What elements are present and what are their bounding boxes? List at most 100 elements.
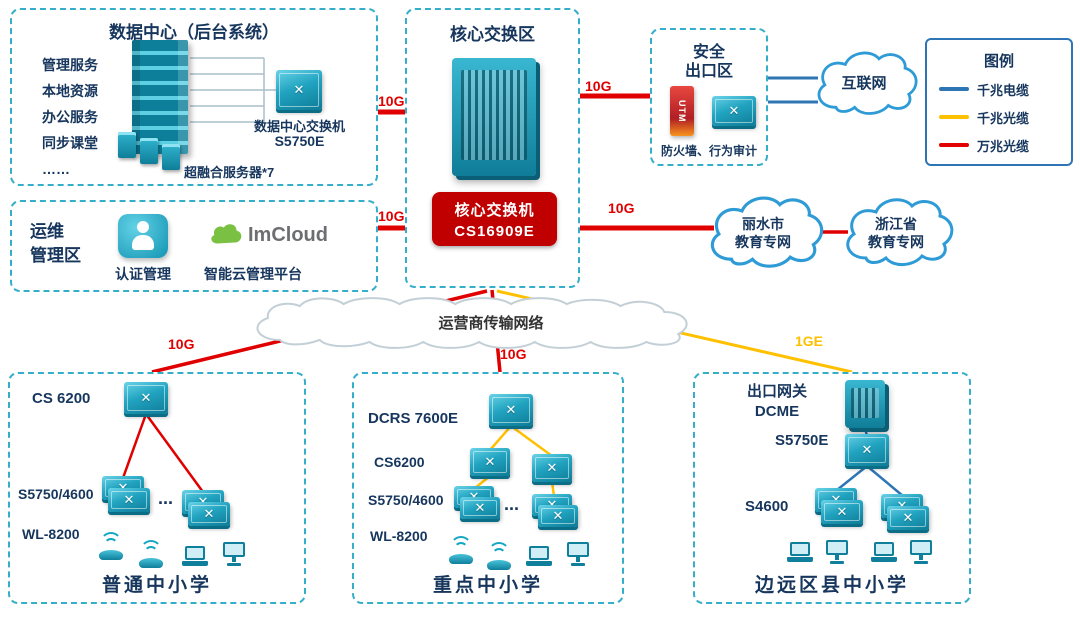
security-exit-zone: 安全 出口区 UTM 防火墙、行为审计: [650, 28, 768, 166]
monitor-foot: [914, 561, 928, 564]
gig-fiber-swatch: [939, 115, 969, 119]
auth-management-icon: [118, 214, 168, 258]
ap-dish: [99, 550, 123, 560]
carrier-cloud-shape: [256, 297, 688, 349]
zhejiang-line1: 浙江省: [875, 215, 917, 232]
core-switch-badge: 核心交换机 CS16909E: [432, 192, 557, 246]
monitor-screen: [826, 540, 848, 555]
datacenter-title: 数据中心（后台系统）: [109, 23, 279, 42]
wifi-wave: [140, 540, 162, 562]
datacenter-building-icon: [132, 40, 188, 154]
device-label: DCRS 7600E: [368, 410, 459, 427]
switch-stack-icon: [821, 500, 863, 524]
link-speed-label: 10G: [168, 336, 195, 352]
datacenter-switch-icon: [276, 70, 322, 110]
ap-dish: [487, 560, 511, 570]
datacenter-switch-model: S5750E: [274, 133, 325, 149]
laptop-base: [787, 557, 813, 562]
monitor-icon: [825, 540, 849, 564]
link-speed-label: 10G: [585, 78, 612, 94]
lishui-network-cloud: 丽水市 教育专网: [700, 192, 826, 274]
gig-copper-lines: [766, 76, 818, 104]
service-item: ……: [42, 161, 70, 177]
service-item: 同步课堂: [42, 135, 98, 151]
monitor-screen: [223, 542, 245, 557]
zhejiang-cloud-label: 浙江省 教育专网: [836, 192, 956, 274]
audit-router-icon: [712, 96, 756, 126]
security-devices-label: 防火墙、行为审计: [660, 144, 757, 158]
security-title-line2: 出口区: [684, 63, 733, 80]
service-item: 管理服务: [42, 57, 98, 73]
switch-icon: [489, 394, 533, 426]
device-label: WL-8200: [22, 526, 80, 542]
core-switch-name: 核心交换机: [454, 201, 535, 219]
monitor-icon: [222, 542, 246, 566]
link-speed-label: 10G: [378, 93, 405, 109]
monitor-foot: [227, 563, 241, 566]
laptop-base: [526, 561, 552, 566]
wifi-wave: [450, 536, 472, 558]
wireless-ap-icon: [136, 540, 166, 568]
lishui-cloud-label: 丽水市 教育专网: [700, 192, 826, 274]
device-label: S4600: [745, 498, 789, 515]
monitor-foot: [571, 563, 585, 566]
monitor-stand: [835, 555, 839, 560]
ap-dish: [449, 554, 473, 564]
utm-firewall-icon: UTM: [670, 86, 694, 136]
datacenter-service-list: 管理服务 本地资源 办公服务 同步课堂 ……: [42, 52, 98, 182]
wifi-wave: [488, 542, 510, 564]
laptop-screen: [790, 542, 810, 556]
monitor-icon: [909, 540, 933, 564]
imcloud-icon: [211, 224, 242, 244]
legend-title: 图例: [983, 53, 1014, 70]
gateway-label: 出口网关 DCME: [725, 382, 829, 422]
laptop-base: [871, 557, 897, 562]
10g-fiber-lines: [378, 93, 714, 231]
zhejiang-line2: 教育专网: [868, 234, 924, 250]
school-title: 重点中小学: [432, 575, 543, 596]
carrier-cloud-label: 运营商传输网络: [438, 315, 544, 333]
exit-gateway-icon: [845, 380, 885, 428]
datacenter-switch-name: 数据中心交换机: [253, 119, 345, 134]
monitor-icon: [566, 542, 590, 566]
school-zone-ordinary: CS 6200 S5750/4600 ... WL-8200 普通中小学: [8, 372, 306, 604]
laptop-icon: [182, 546, 208, 566]
wifi-wave: [100, 532, 122, 554]
laptop-screen: [185, 546, 205, 560]
link-speed-label: 10G: [378, 208, 405, 224]
monitor-screen: [910, 540, 932, 555]
chassis-slots: [461, 70, 527, 160]
school1-internal-lines: [121, 413, 205, 493]
platform-label: 智能云管理平台: [204, 266, 302, 282]
ops-management-zone: 运维 管理区 认证管理 ImCloud 智能云管理平台: [10, 200, 378, 292]
lishui-cloud-shape: [710, 196, 824, 268]
ops-title-line2: 管理区: [30, 246, 81, 265]
zhejiang-network-cloud: 浙江省 教育专网: [836, 192, 956, 274]
monitor-foot: [830, 561, 844, 564]
utm-label: UTM: [677, 99, 687, 123]
link-speed-label: 1GE: [795, 333, 824, 349]
switch-stack-icon: [108, 488, 150, 512]
wifi-wave: [144, 546, 158, 560]
legend-item-label: 万兆光缆: [977, 138, 1030, 154]
core-switch-model: CS16909E: [454, 222, 535, 240]
building-callout-lines: [190, 57, 276, 123]
laptop-screen: [874, 542, 894, 556]
wifi-wave: [104, 538, 118, 552]
laptop-screen: [529, 546, 549, 560]
school-title: 边远区县中小学: [754, 575, 909, 596]
core-zone-title: 核心交换区: [450, 25, 535, 44]
legend: 图例 千兆电缆 千兆光缆 万兆光缆: [925, 38, 1073, 166]
legend-item: 千兆电缆: [939, 80, 1029, 98]
monitor-stand: [232, 557, 236, 562]
security-title-line1: 安全: [692, 44, 725, 61]
device-label: S5750E: [775, 432, 829, 449]
internet-cloud-shape: [817, 51, 918, 115]
datacenter-zone: 数据中心（后台系统） 管理服务 本地资源 办公服务 同步课堂 …… 数据中心交换…: [10, 8, 378, 186]
server-cube-icon: [118, 132, 136, 158]
school-title: 普通中小学: [101, 575, 212, 596]
switch-stack-icon: [887, 506, 929, 530]
device-label: CS 6200: [32, 390, 91, 407]
ap-dish: [139, 558, 163, 568]
laptop-icon: [871, 542, 897, 562]
